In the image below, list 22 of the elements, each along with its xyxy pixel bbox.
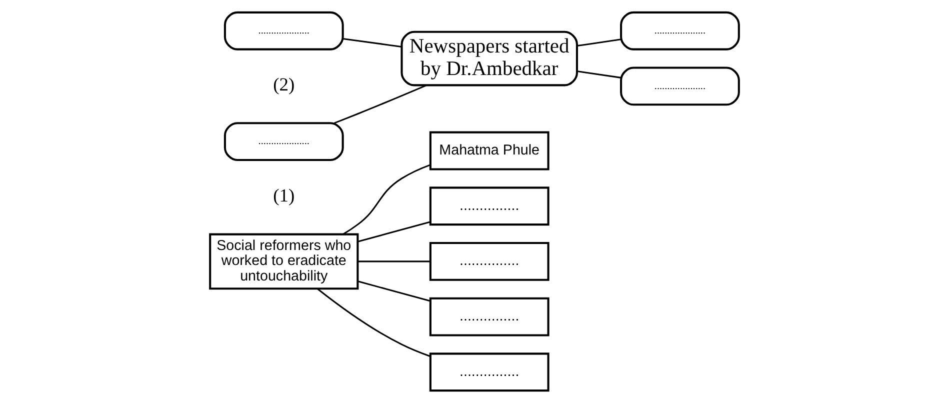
connector [342, 164, 430, 235]
node-box: ............... [429, 242, 550, 281]
connector [577, 70, 621, 78]
label: (1) [273, 185, 295, 206]
node-box: ............... [429, 186, 550, 226]
node-box: ............... [429, 352, 550, 392]
node-box: Mahatma Phule [429, 131, 550, 170]
label: (2) [273, 74, 295, 95]
node-box: ............... [429, 297, 550, 336]
connector [316, 288, 430, 357]
connector [342, 38, 402, 48]
node-box: .................... [224, 122, 344, 162]
connector [358, 260, 430, 262]
connector [577, 38, 621, 47]
connector [358, 280, 431, 302]
node-box: Social reformers who worked to eradicate untouchability [209, 233, 359, 290]
node-box: .................... [224, 11, 344, 50]
node-box: .................... [620, 66, 740, 106]
node-box: .................... [620, 11, 740, 50]
connector [334, 84, 428, 124]
node-box: Newspapers started by Dr.Ambedkar [400, 30, 578, 86]
connector [358, 221, 431, 242]
